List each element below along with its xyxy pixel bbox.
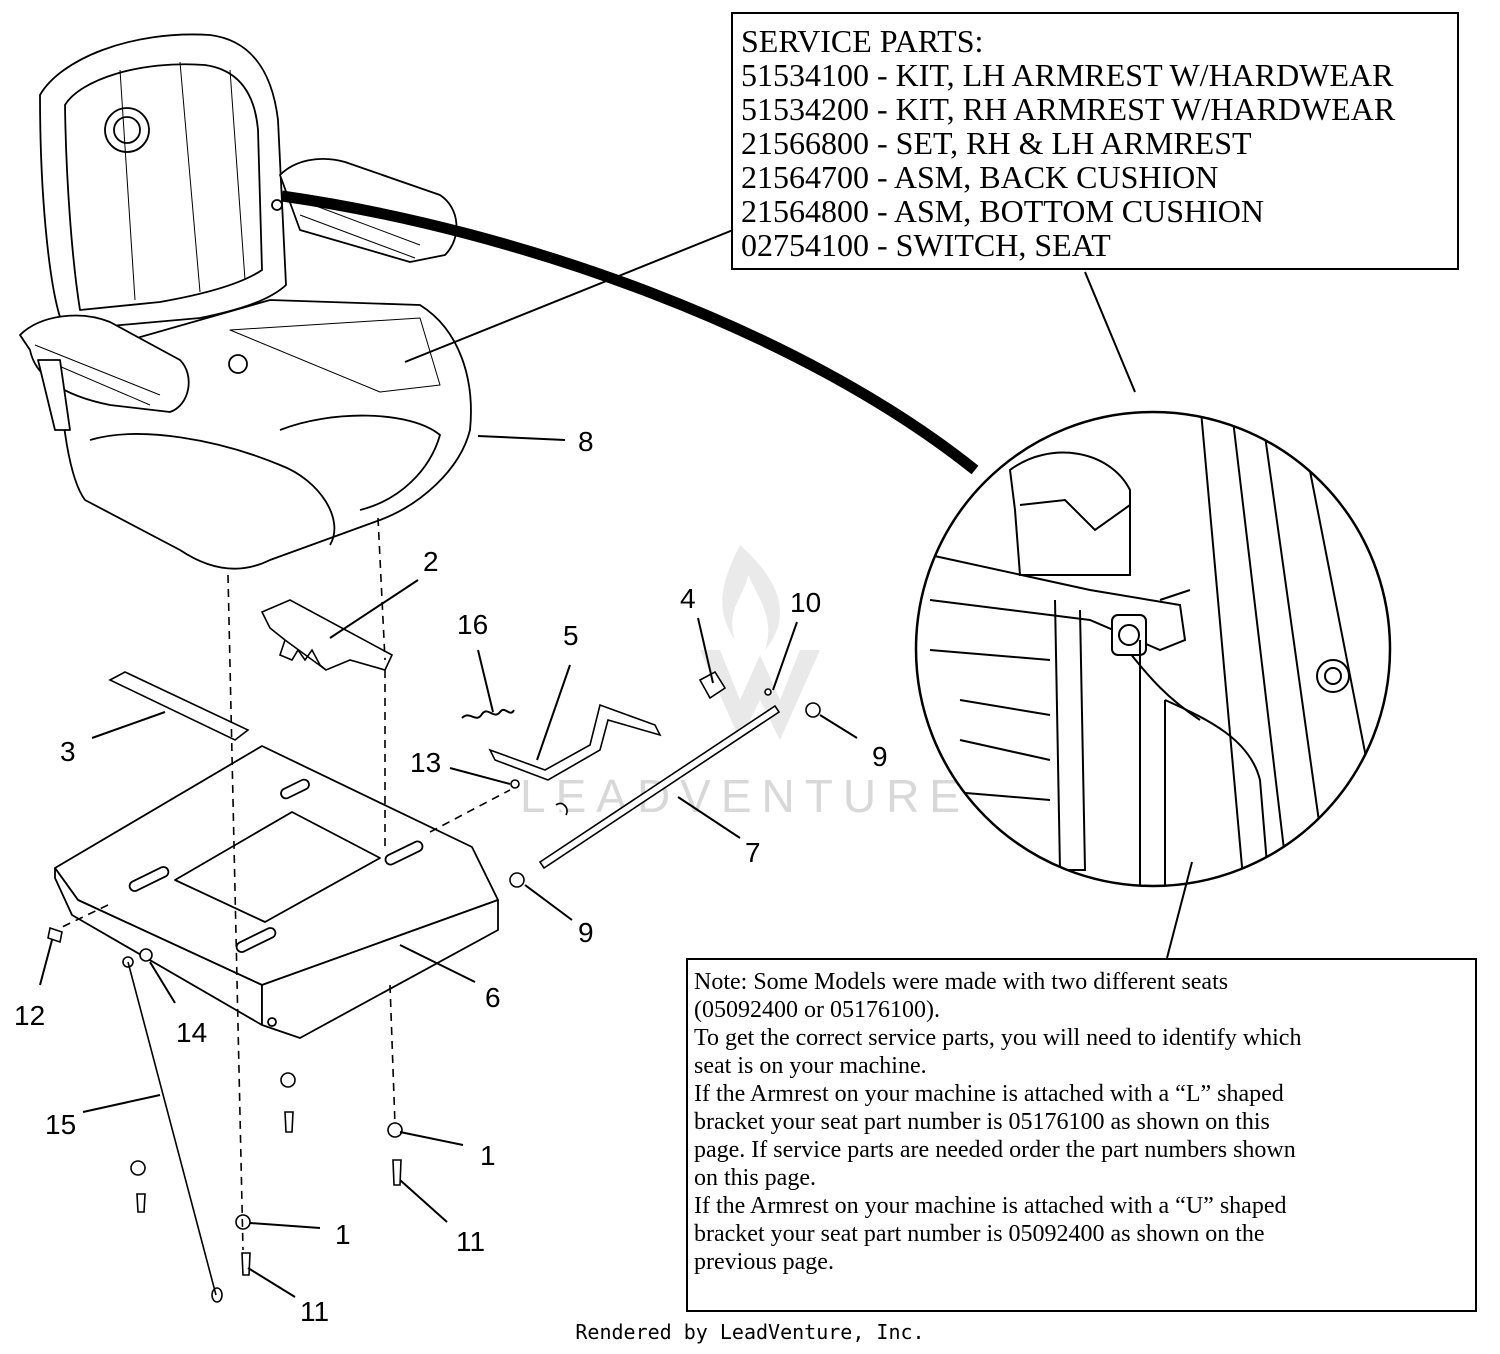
callout-11-right: 11 <box>456 1226 485 1257</box>
footer-credit: Rendered by LeadVenture, Inc. <box>575 1320 925 1344</box>
callout-3: 3 <box>60 736 76 767</box>
service-part-item: 21564800 - ASM, BOTTOM CUSHION <box>741 193 1265 229</box>
callout-1-right: 1 <box>480 1140 496 1171</box>
note-line: previous page. <box>694 1249 834 1275</box>
callout-7: 7 <box>745 837 761 868</box>
callout-2: 2 <box>423 546 439 577</box>
note-line: To get the correct service parts, you wi… <box>694 1025 1302 1051</box>
callout-8: 8 <box>578 426 594 457</box>
note-line: If the Armrest on your machine is attach… <box>694 1081 1284 1107</box>
service-part-item: 21564700 - ASM, BACK CUSHION <box>741 159 1219 195</box>
note-line: seat is on your machine. <box>694 1053 927 1079</box>
callout-1-left: 1 <box>335 1219 351 1250</box>
part-16-spring <box>461 708 515 719</box>
part-2-bracket <box>260 599 394 671</box>
detail-leader-thick <box>281 190 979 475</box>
note-line: bracket your seat part number is 0517610… <box>694 1109 1270 1135</box>
armrest-bracket-detail <box>914 410 1392 888</box>
assembly-dashed-lines <box>59 517 511 1251</box>
note-line: bracket your seat part number is 0509240… <box>694 1221 1265 1247</box>
part-3-plate <box>108 671 250 741</box>
seat-pan <box>54 745 499 1039</box>
service-part-item: 51534200 - KIT, RH ARMREST W/HARDWEAR <box>741 91 1396 127</box>
callout-11-left: 11 <box>300 1296 329 1327</box>
note-line: (05092400 or 05176100). <box>694 997 940 1023</box>
service-parts-box: SERVICE PARTS: 51534100 - KIT, LH ARMRES… <box>731 12 1459 270</box>
callout-14: 14 <box>176 1017 207 1048</box>
note-line: Note: Some Models were made with two dif… <box>694 969 1229 995</box>
callout-6: 6 <box>485 982 501 1013</box>
note-box-leader <box>1166 861 1193 959</box>
watermark-logo <box>700 545 820 740</box>
service-part-item: 02754100 - SWITCH, SEAT <box>741 227 1111 263</box>
service-box-leader-seat <box>404 229 734 363</box>
note-line: on this page. <box>694 1165 816 1191</box>
callout-13: 13 <box>410 747 441 778</box>
note-line: If the Armrest on your machine is attach… <box>694 1193 1287 1219</box>
watermark-text: LEADVENTURE <box>520 770 970 822</box>
callout-9-lower: 9 <box>578 917 594 948</box>
note-box: Note: Some Models were made with two dif… <box>686 958 1477 1312</box>
part-5-lever <box>488 703 662 781</box>
callout-leaders <box>39 435 858 1298</box>
service-part-item: 21566800 - SET, RH & LH ARMREST <box>741 125 1252 161</box>
part-7-rod <box>538 704 781 870</box>
callout-4: 4 <box>680 583 696 614</box>
small-hardware <box>47 670 821 1276</box>
callout-9-upper: 9 <box>872 741 888 772</box>
service-parts-title: SERVICE PARTS: <box>741 23 984 59</box>
note-line: page. If service parts are needed order … <box>694 1137 1296 1163</box>
callout-10: 10 <box>790 587 821 618</box>
callout-16: 16 <box>457 609 488 640</box>
seat-assembly <box>19 33 472 570</box>
callout-5: 5 <box>563 620 579 651</box>
service-part-item: 51534100 - KIT, LH ARMREST W/HARDWEAR <box>741 57 1394 93</box>
part-15-cable <box>127 961 223 1303</box>
callout-15: 15 <box>45 1109 76 1140</box>
service-box-leader-detail <box>1084 271 1136 393</box>
callout-12: 12 <box>14 1000 45 1031</box>
